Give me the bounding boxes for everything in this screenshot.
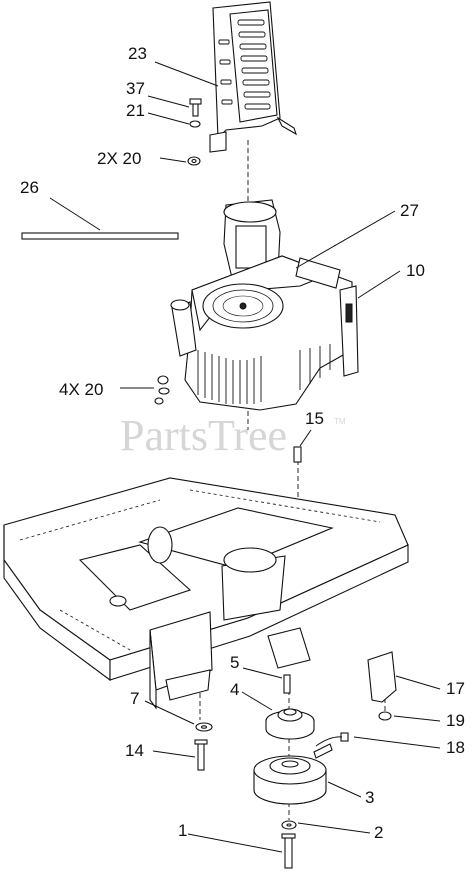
watermark-text: PartsTree xyxy=(120,411,287,460)
watermark-trademark: TM xyxy=(334,417,346,426)
engine-part-27 xyxy=(170,199,353,411)
leader-lines xyxy=(49,61,441,853)
bracket-part-10 xyxy=(339,285,359,377)
nut-2x20 xyxy=(187,156,201,166)
bracket-part-17 xyxy=(367,651,397,703)
bolt-part-14 xyxy=(194,739,208,771)
callout-4: 4 xyxy=(230,680,239,699)
nut-part-19 xyxy=(378,711,392,721)
fastener-4x20 xyxy=(154,375,170,405)
bolt-part-15 xyxy=(293,446,302,463)
washer-part-7 xyxy=(195,722,213,732)
callout-3: 3 xyxy=(365,788,374,807)
callout-19: 19 xyxy=(446,711,465,730)
heat-shield-part-23 xyxy=(209,1,297,153)
washer-part-2 xyxy=(281,820,297,830)
callout-18: 18 xyxy=(446,738,465,757)
callout-21: 21 xyxy=(126,101,145,120)
callout-27: 27 xyxy=(400,201,419,220)
callout-1: 1 xyxy=(178,821,187,840)
bolt-part-1 xyxy=(281,833,296,869)
callout-5: 5 xyxy=(230,653,239,672)
callout-2x20: 2X 20 xyxy=(97,149,141,168)
callout-14: 14 xyxy=(125,741,144,760)
fastener-bolt-37 xyxy=(189,98,202,117)
callout-2: 2 xyxy=(374,823,383,842)
callout-labels: 23 37 21 2X 20 26 27 10 4X 20 15 5 4 7 1… xyxy=(20,44,465,842)
washer-21 xyxy=(189,120,201,128)
callout-4x20: 4X 20 xyxy=(59,380,103,399)
chassis-frame xyxy=(3,477,409,710)
callout-37: 37 xyxy=(126,79,145,98)
clutch-part-3 xyxy=(253,743,333,805)
callout-17: 17 xyxy=(446,679,465,698)
callout-10: 10 xyxy=(406,261,425,280)
pulley-part-4 xyxy=(265,708,315,740)
callout-15: 15 xyxy=(305,409,324,428)
key-part-5 xyxy=(283,674,291,694)
callout-23: 23 xyxy=(128,44,147,63)
callout-26: 26 xyxy=(20,178,39,197)
tab-part-18 xyxy=(315,732,349,747)
callout-7: 7 xyxy=(130,689,139,708)
strip-part-26 xyxy=(21,232,179,240)
